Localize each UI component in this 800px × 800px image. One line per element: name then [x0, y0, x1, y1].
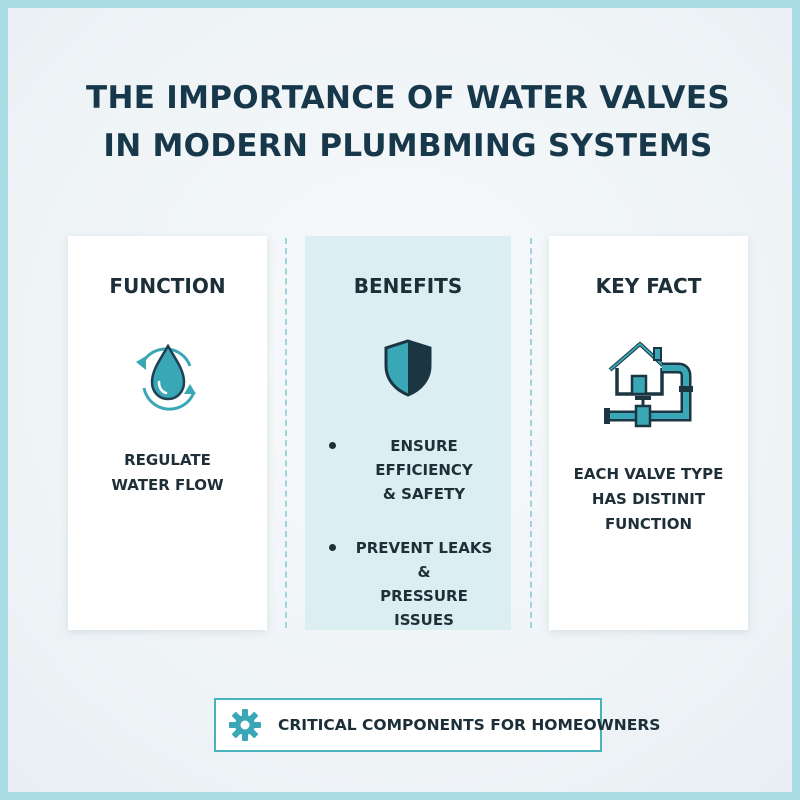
page-title: THE IMPORTANCE OF WATER VALVES IN MODERN… [8, 74, 800, 170]
divider-left [285, 238, 287, 628]
list-item: PREVENT LEAKS & PRESSURE ISSUES [319, 536, 499, 632]
bullet-dot [329, 442, 336, 449]
title-line-1: THE IMPORTANCE OF WATER VALVES [86, 80, 730, 116]
function-heading: FUNCTION [109, 274, 226, 298]
divider-right [530, 238, 532, 628]
key-fact-text: EACH VALVE TYPE HAS DISTINIT FUNCTION [573, 465, 724, 533]
bottom-banner: CRITICAL COMPONENTS FOR HOMEOWNERS [214, 698, 660, 752]
bullet-dot [329, 544, 336, 551]
key-fact-heading: KEY FACT [595, 274, 702, 298]
benefits-heading: BENEFITS [353, 274, 463, 298]
house-pipe-valve-icon [602, 336, 696, 436]
benefits-card: BENEFITS ENSURE EFFICIENCY & SAFETY PREV… [305, 236, 511, 630]
water-drop-cycle-icon [126, 336, 210, 424]
list-item: ENSURE EFFICIENCY & SAFETY [319, 434, 499, 506]
gear-icon [228, 708, 262, 746]
shield-icon [382, 338, 434, 402]
benefits-list: ENSURE EFFICIENCY & SAFETY PREVENT LEAKS… [319, 434, 499, 662]
title-line-2: IN MODERN PLUMBMING SYSTEMS [103, 128, 713, 164]
function-card: FUNCTION REGULATE WATER FLOW [68, 236, 267, 630]
function-text: REGULATE WATER FLOW [111, 451, 224, 494]
banner-text: CRITICAL COMPONENTS FOR HOMEOWNERS [278, 716, 661, 734]
key-fact-card: KEY FACT [549, 236, 748, 630]
